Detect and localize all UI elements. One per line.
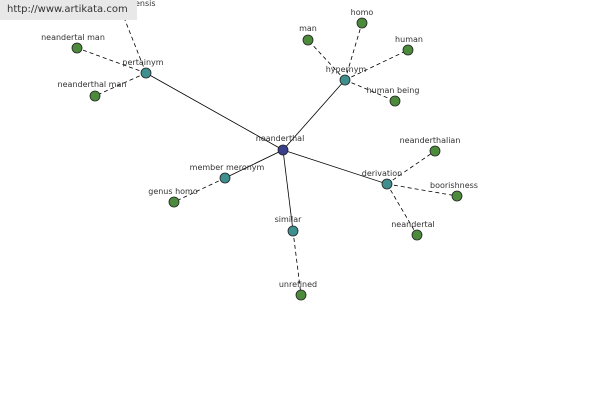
leaf-node-boorishness-dot[interactable]	[451, 190, 463, 202]
leaf-node-unrefined-dot[interactable]	[295, 289, 307, 301]
edge-center-derivation	[282, 149, 388, 185]
leaf-node-man-label: man	[299, 24, 317, 33]
leaf-node-unrefined[interactable]: unrefined	[279, 280, 317, 301]
leaf-node-neandertal[interactable]: neandertal	[391, 220, 435, 241]
edge-pertainym-neandertal-man	[76, 47, 147, 74]
relation-node-derivation-dot[interactable]	[381, 178, 393, 190]
relation-node-hypernym-label: hypernym	[326, 65, 367, 74]
edge-hypernym-man	[307, 39, 346, 81]
leaf-node-boorishness[interactable]: boorishness	[430, 181, 478, 202]
leaf-node-man[interactable]: man	[299, 24, 317, 46]
leaf-node-neanderthalian-label: neanderthalian	[400, 136, 461, 145]
edge-hypernym-human	[344, 49, 409, 81]
leaf-node-genus-homo-label: genus homo	[148, 187, 198, 196]
relation-node-member-meronym[interactable]: member meronym	[190, 163, 265, 184]
edge-member-meronym-genus-homo	[173, 177, 226, 203]
relation-node-similar[interactable]: similar	[275, 215, 303, 237]
edge-center-pertainym	[145, 72, 284, 151]
relation-node-hypernym[interactable]: hypernym	[326, 65, 367, 86]
leaf-node-neanderthal-man-label: neanderthal man	[58, 80, 127, 89]
relation-node-hypernym-dot[interactable]	[339, 74, 351, 86]
leaf-node-neanderthalian-dot[interactable]	[429, 145, 441, 157]
leaf-node-human-being-dot[interactable]	[389, 95, 401, 107]
relation-node-pertainym[interactable]: pertainym	[122, 58, 164, 79]
relation-node-pertainym-label: pertainym	[122, 58, 163, 67]
leaf-node-neandertal-label: neandertal	[391, 220, 435, 229]
leaf-node-neanderthalian[interactable]: neanderthalian	[400, 136, 461, 157]
edge-hypernym-homo	[344, 22, 363, 81]
edge-pertainym-neanderthalensis	[120, 9, 147, 74]
edge-derivation-neanderthalian	[386, 150, 436, 185]
leaf-node-human-label: human	[395, 35, 423, 44]
leaf-node-neandertal-man[interactable]: neandertal man	[41, 33, 105, 54]
leaf-node-neandertal-man-label: neandertal man	[41, 33, 105, 42]
center-node-neanderthal[interactable]: neanderthal	[256, 134, 305, 156]
leaf-node-neanderthal-man[interactable]: neanderthal man	[58, 80, 127, 102]
site-url-link[interactable]: http://www.artikata.com	[0, 0, 137, 20]
leaf-node-genus-homo[interactable]: genus homo	[148, 187, 198, 208]
relation-node-member-meronym-dot[interactable]	[219, 172, 231, 184]
edge-center-hypernym	[282, 79, 346, 151]
leaf-node-homo[interactable]: homo	[351, 8, 374, 29]
edge-similar-unrefined	[292, 230, 302, 296]
center-node-neanderthal-dot[interactable]	[277, 144, 289, 156]
leaf-node-neandertal-man-dot[interactable]	[71, 42, 83, 54]
center-node-neanderthal-label: neanderthal	[256, 134, 305, 143]
relation-node-derivation-label: derivation	[362, 169, 402, 178]
leaf-node-homo-dot[interactable]	[356, 17, 368, 29]
leaf-node-human-being[interactable]: human being	[367, 86, 420, 107]
relation-node-derivation[interactable]: derivation	[362, 169, 402, 190]
edge-hypernym-human-being	[344, 79, 396, 102]
leaf-node-genus-homo-dot[interactable]	[168, 196, 180, 208]
leaf-node-human-dot[interactable]	[402, 44, 414, 56]
leaf-node-human-being-label: human being	[367, 86, 420, 95]
leaf-node-boorishness-label: boorishness	[430, 181, 478, 190]
leaf-node-human[interactable]: human	[395, 35, 423, 56]
edge-center-member-meronym	[224, 149, 284, 179]
leaf-node-neandertal-dot[interactable]	[411, 229, 423, 241]
relation-node-similar-label: similar	[275, 215, 303, 224]
leaf-node-neanderthal-man-dot[interactable]	[89, 90, 101, 102]
relation-node-member-meronym-label: member meronym	[190, 163, 265, 172]
edge-derivation-neandertal	[386, 183, 418, 236]
leaf-node-man-dot[interactable]	[302, 34, 314, 46]
node-layer: neanderthal pertainym neandertal man neande…	[41, 0, 478, 301]
edge-derivation-boorishness	[386, 183, 458, 197]
leaf-node-homo-label: homo	[351, 8, 374, 17]
relation-node-similar-dot[interactable]	[287, 225, 299, 237]
edge-center-similar	[282, 149, 294, 232]
leaf-node-unrefined-label: unrefined	[279, 280, 317, 289]
edge-pertainym-neanderthal-man	[94, 72, 147, 97]
relation-node-pertainym-dot[interactable]	[140, 67, 152, 79]
edge-layer	[76, 9, 458, 296]
